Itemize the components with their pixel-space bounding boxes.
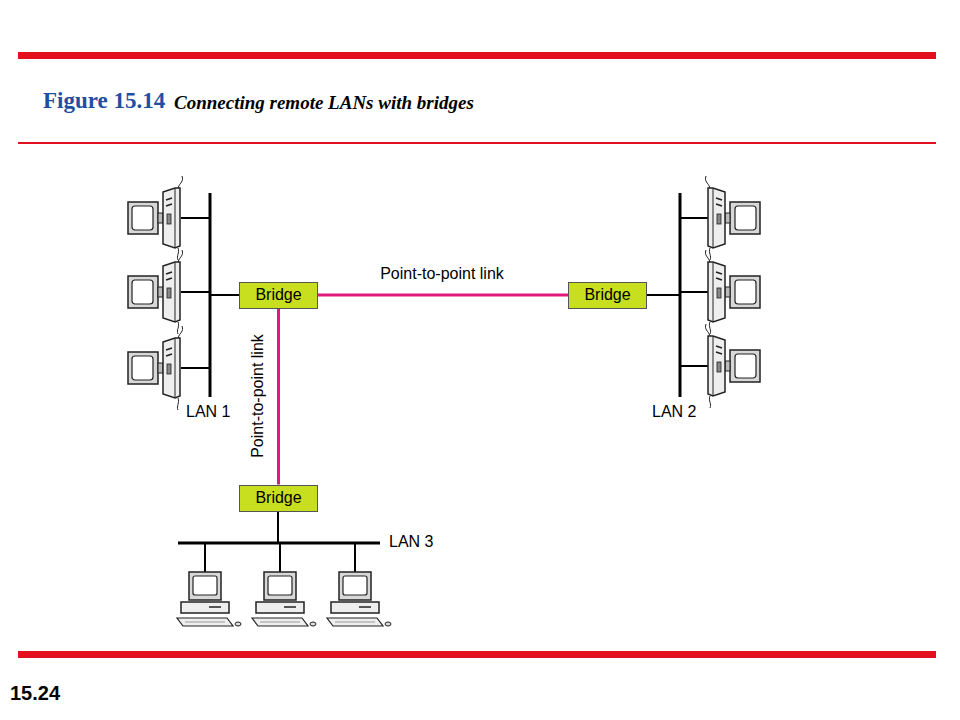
lan1-bus (181, 193, 241, 397)
lan2-computers (705, 176, 760, 408)
bridge-label: Bridge (255, 286, 301, 304)
lan1-computers (128, 176, 183, 410)
point-to-point-link (318, 294, 568, 297)
lan2-bus (644, 193, 708, 397)
lan-label: LAN 1 (186, 403, 230, 421)
figure-title: Figure 15.14 (43, 88, 165, 114)
page-number: 15.24 (10, 682, 60, 705)
top-red-bar (18, 52, 936, 59)
lan-label: LAN 3 (389, 533, 433, 551)
bottom-red-bar (18, 651, 936, 658)
bridge-label: Bridge (584, 286, 630, 304)
bridge-label: Bridge (255, 489, 301, 507)
lan3-computers (177, 572, 391, 626)
lan-label: LAN 2 (652, 403, 696, 421)
bridge-box: Bridge (568, 282, 647, 309)
lan3-bus (178, 509, 380, 572)
bridge-box: Bridge (239, 282, 318, 309)
link-label: Point-to-point link (378, 265, 506, 283)
point-to-point-link (277, 309, 280, 485)
title-rule (18, 142, 936, 144)
bridge-box: Bridge (239, 485, 318, 512)
link-label: Point-to-point link (249, 332, 267, 460)
figure-subtitle: Connecting remote LANs with bridges (174, 92, 474, 114)
